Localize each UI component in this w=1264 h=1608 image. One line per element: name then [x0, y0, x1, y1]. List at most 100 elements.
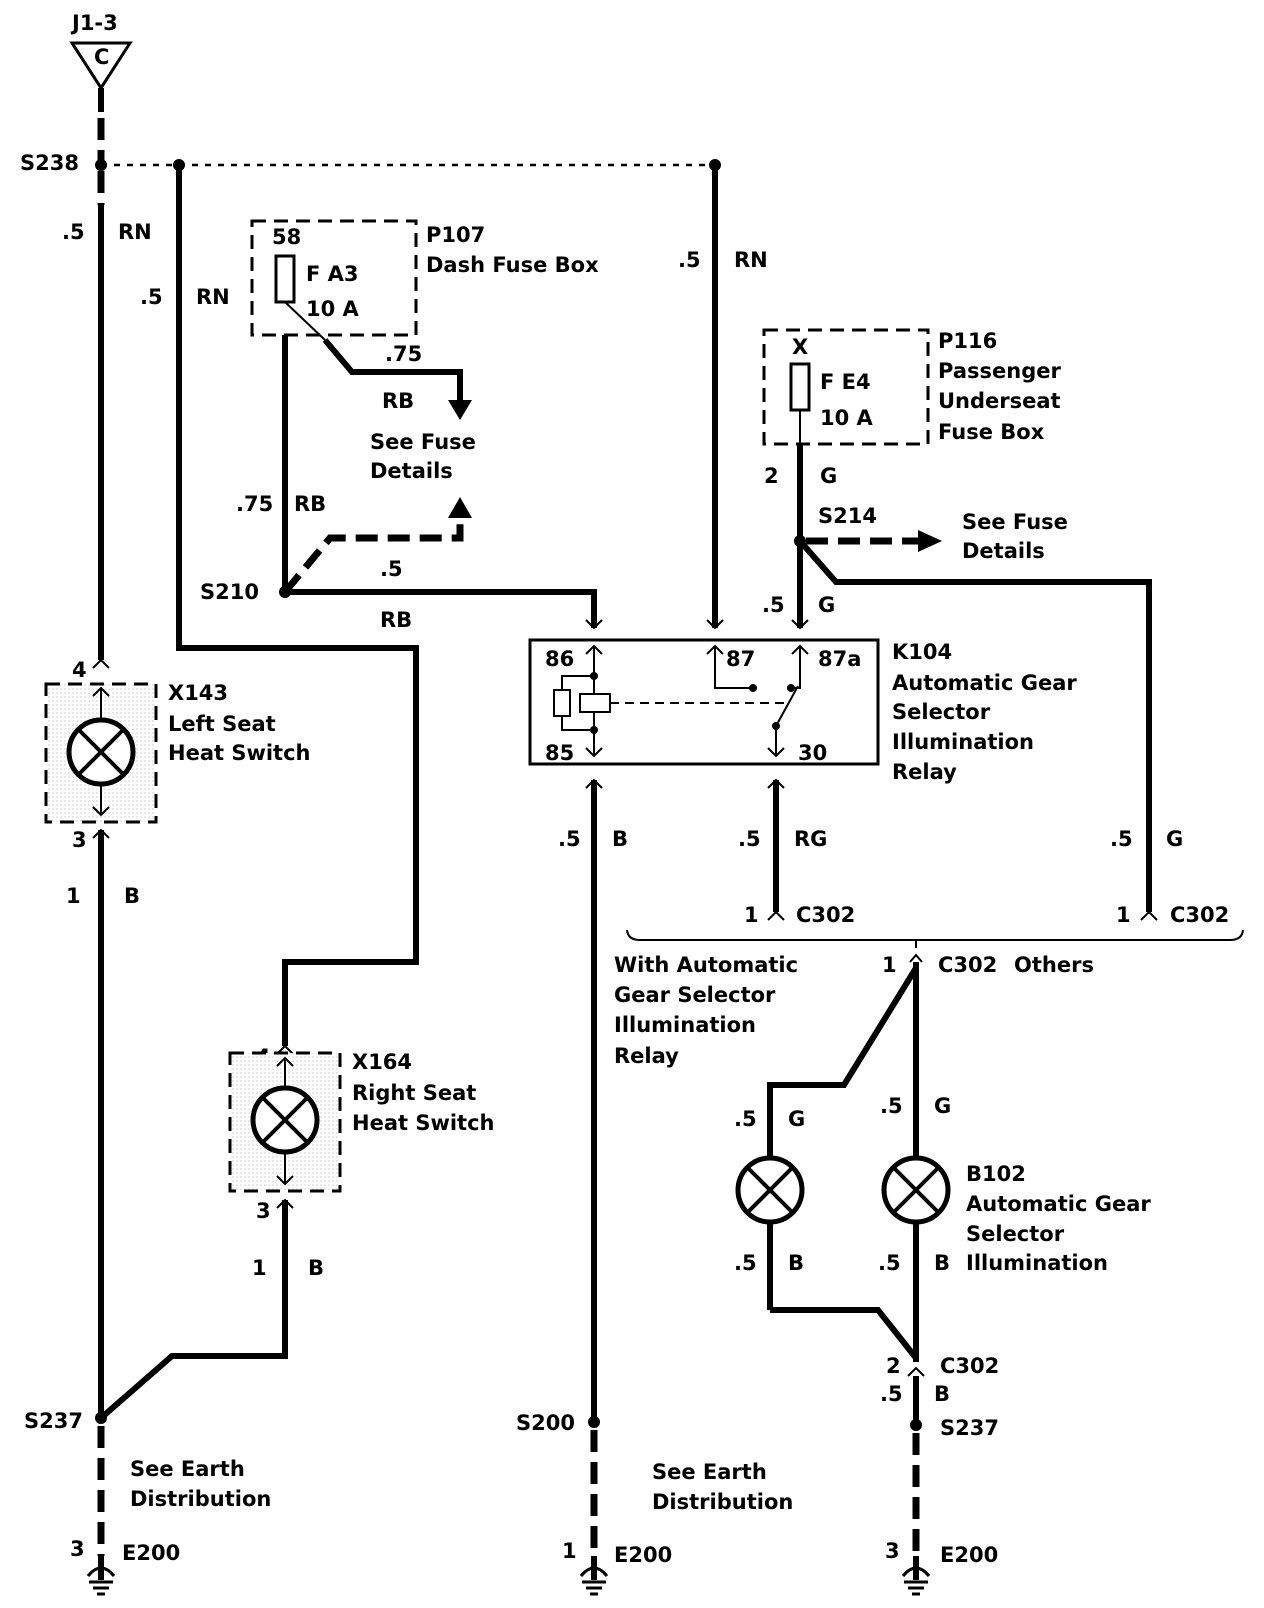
left-rn-gauge: .5 — [62, 220, 85, 244]
variant-note-line1: With Automatic — [614, 953, 798, 977]
p116-pin: X — [792, 335, 808, 359]
k104-pin87: 87 — [726, 647, 755, 671]
p116-id: P116 — [938, 329, 997, 353]
splice-s210-label: S210 — [200, 580, 259, 604]
p107-box — [250, 219, 418, 337]
c302-b-gauge: .5 — [880, 1382, 903, 1406]
arrow-right-icon — [918, 530, 942, 552]
p116-fuse-rating: 10 A — [820, 406, 874, 430]
p116-name-line1: Passenger — [938, 359, 1061, 383]
resistor-icon — [553, 689, 571, 717]
splice-s238-label: S238 — [20, 151, 79, 175]
x164-id: X164 — [352, 1050, 412, 1074]
top-connector-j1-3: J1-3 C — [69, 11, 133, 91]
wire-mid-rn — [176, 165, 419, 1046]
relay85-gauge: .5 — [558, 827, 581, 851]
p116-wire-color: G — [820, 464, 837, 488]
splice-s237-right-label: S237 — [940, 1416, 999, 1440]
p107-id: P107 — [426, 223, 485, 247]
x164-b-color: B — [308, 1256, 324, 1280]
wire-lamp1-g — [767, 966, 919, 1158]
relay87-contact-lead — [714, 646, 753, 689]
k104-id: K104 — [892, 640, 952, 664]
earth-note-2-line1: See Earth — [652, 1460, 767, 1484]
ground-right-arc — [901, 1566, 931, 1577]
resistor-lead-bot — [561, 716, 594, 731]
ground-e200-right: 3 E200 — [885, 1539, 998, 1596]
c302-bottom-name: C302 — [940, 1354, 999, 1378]
x143-name-line1: Left Seat — [168, 712, 276, 736]
c302-others-pin: 1 — [882, 953, 897, 977]
g-right-color: G — [1166, 827, 1183, 851]
c302-left-terminal — [767, 910, 785, 921]
s210-out-color: RB — [380, 608, 412, 632]
relay87-terminal-top — [706, 619, 724, 630]
s210-in-gauge: .75 — [236, 492, 273, 516]
b102-lamp1-cross-b — [745, 1165, 795, 1215]
k104-pin30: 30 — [798, 741, 827, 765]
lamp1-g-gauge: .5 — [734, 1107, 757, 1131]
fuse-out-gauge: .75 — [385, 342, 422, 366]
p116-fuse-name: F E4 — [820, 370, 871, 394]
left-branch: .5 RN 4 X143 Left Seat Heat Switch 3 1 B… — [24, 171, 311, 1596]
x143-lamp-cross-b — [76, 727, 126, 777]
relay30-inner-bot — [767, 747, 785, 758]
c302-others-name: C302 — [938, 953, 997, 977]
k104-pin86: 86 — [545, 647, 574, 671]
x164-right-seat-heat-switch: 4 X164 Right Seat Heat Switch 3 — [228, 1044, 495, 1223]
x164-name-line1: Right Seat — [352, 1081, 476, 1105]
relay30-branch: .5 RG 1 C302 — [738, 778, 855, 927]
relay85-ground-branch: .5 B S200 See Earth Distribution 1 E200 — [516, 778, 793, 1596]
p116-name-line2: Underseat — [938, 389, 1061, 413]
variant-note-line4: Relay — [614, 1044, 679, 1068]
relay87a-gauge: .5 — [762, 593, 785, 617]
c302-left-pin: 1 — [744, 903, 759, 927]
relay-rn-color: RN — [734, 248, 768, 272]
relay85-color: B — [612, 827, 628, 851]
k104-pin87a: 87a — [818, 647, 861, 671]
relay86-terminal-top — [585, 619, 603, 630]
c302-right-pin: 1 — [1116, 903, 1131, 927]
wire-fuse-out-rb — [322, 338, 463, 402]
relay30-color: RG — [794, 827, 827, 851]
p116-wire-pin: 2 — [764, 464, 779, 488]
connector-triangle — [69, 41, 133, 91]
arrow-down-icon — [448, 400, 472, 420]
ground-left-arc — [86, 1566, 116, 1577]
x164-lamp-cross-b — [260, 1095, 310, 1145]
c302-right-name: C302 — [1170, 903, 1229, 927]
p116-fuse-icon — [789, 362, 811, 412]
k104-box — [528, 638, 880, 766]
p107-fuse-rating: 10 A — [306, 297, 360, 321]
wire-x164-to-s237 — [99, 1222, 288, 1421]
c302-right-terminal — [1140, 910, 1158, 921]
c302-b-color: B — [934, 1382, 950, 1406]
b102-name-line3: Illumination — [966, 1251, 1108, 1275]
c302-left-name: C302 — [796, 903, 855, 927]
relay87a-terminal-top — [791, 619, 809, 630]
x143-pin-bottom: 3 — [72, 828, 87, 852]
k104-name-line1: Automatic Gear — [892, 671, 1077, 695]
s210-in-color: RB — [294, 492, 326, 516]
c302-others-branch: 1 C302 Others .5 G .5 G B102 Automatic G… — [734, 953, 1151, 1596]
p116-box — [762, 328, 930, 446]
earth-note-1-line2: Distribution — [130, 1487, 271, 1511]
lamp2-g-gauge: .5 — [880, 1094, 903, 1118]
x143-pin-top: 4 — [72, 658, 87, 682]
c302-bottom-terminal — [907, 1366, 925, 1377]
ground-left-name: E200 — [122, 1541, 180, 1565]
k104-pin85: 85 — [545, 741, 574, 765]
splice-s237-left-label: S237 — [24, 1409, 83, 1433]
relay87a-color: G — [818, 593, 835, 617]
x164-name-line2: Heat Switch — [352, 1111, 495, 1135]
x143-name-line2: Heat Switch — [168, 741, 311, 765]
wire-s210-fuse-details-dashed — [282, 516, 464, 595]
x164-b-pin: 1 — [252, 1256, 267, 1280]
variant-brace — [626, 929, 1244, 941]
earth-note-1-line1: See Earth — [130, 1457, 245, 1481]
p116-underseat-fuse-box: X F E4 10 A P116 Passenger Underseat Fus… — [762, 328, 1061, 446]
k104-name-line2: Selector — [892, 700, 991, 724]
g-right-gauge: .5 — [1110, 827, 1133, 851]
mid-rn-gauge: .5 — [140, 285, 163, 309]
